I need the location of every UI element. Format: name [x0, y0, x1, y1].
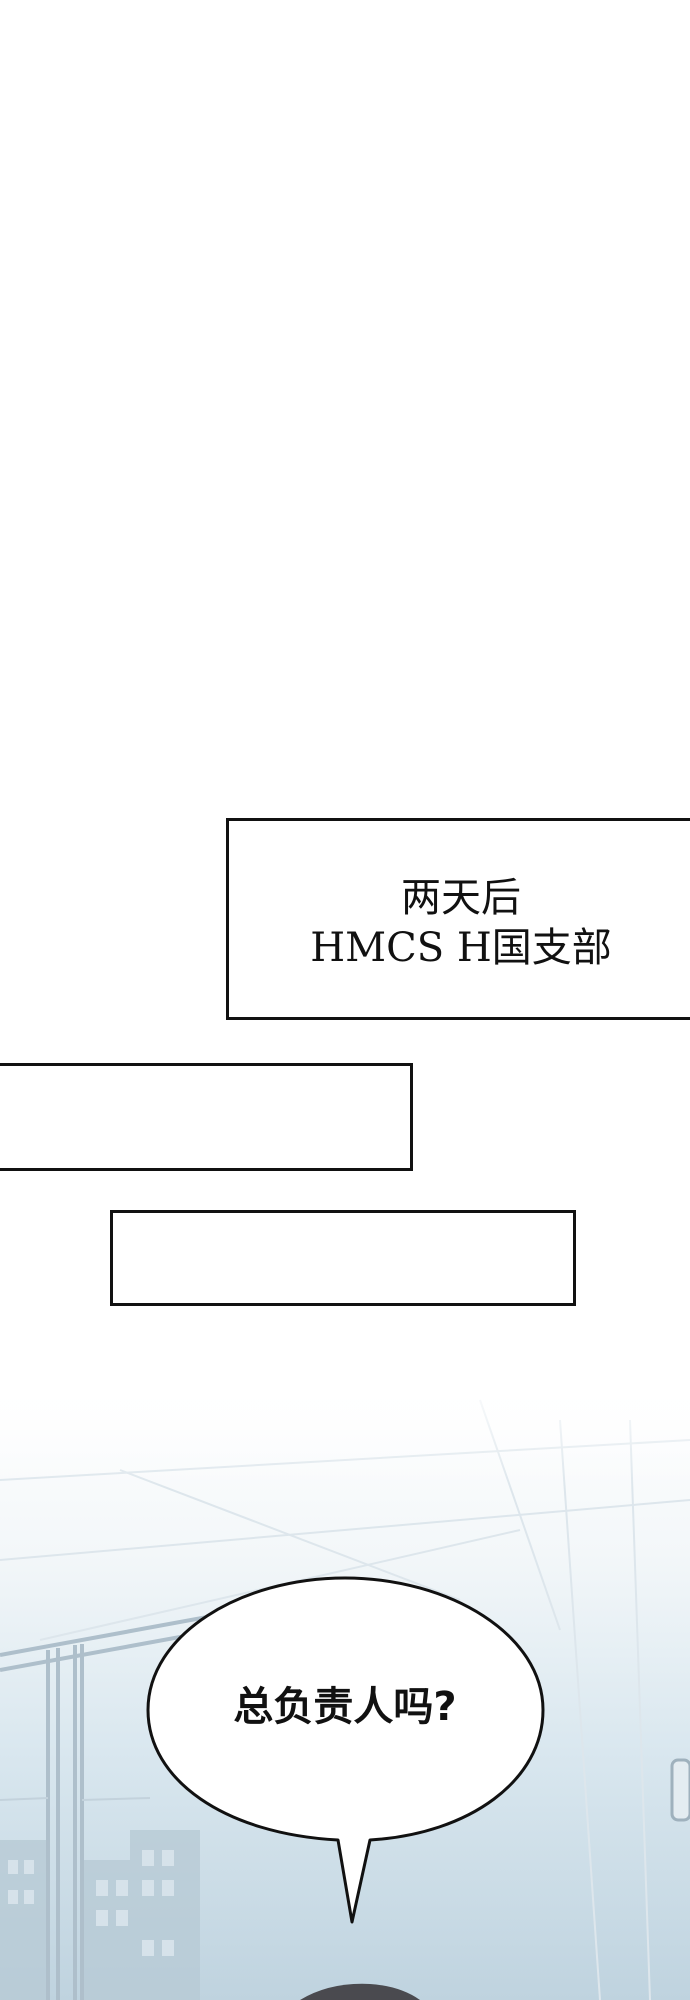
empty-caption-box-center [110, 1210, 576, 1306]
caption-line-location: HMCS H国支部 [310, 925, 612, 971]
speech-bubble-outline [146, 1576, 545, 1924]
empty-caption-box-left [0, 1063, 413, 1171]
narration-caption-box: 两天后 HMCS H国支部 [226, 818, 690, 1020]
caption-line-time: 两天后 [401, 875, 521, 921]
speech-bubble-text: 总负责人吗? [233, 1684, 457, 1730]
